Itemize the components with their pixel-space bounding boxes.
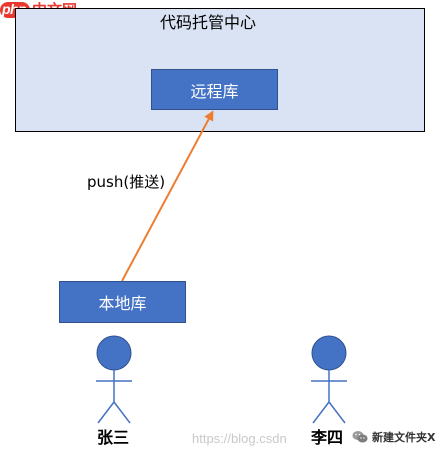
- person-name-zhangsan: 张三: [97, 428, 130, 447]
- person-name-lisi: 李四: [311, 428, 344, 447]
- person-lisi-icon: [311, 335, 347, 424]
- local-repository: 本地库: [59, 281, 186, 323]
- watermark-url: https://blog.csdn: [192, 431, 287, 446]
- wechat-icon: [352, 431, 368, 443]
- person-zhangsan-icon: [96, 335, 132, 424]
- push-label: push(推送): [87, 173, 166, 191]
- hosting-center-title: 代码托管中心: [160, 13, 257, 32]
- watermark-account: 新建文件夹X: [372, 431, 436, 444]
- remote-repository: 远程库: [151, 69, 278, 110]
- push-arrow: [121, 110, 214, 282]
- remote-repository-label: 远程库: [190, 81, 239, 101]
- local-repository-label: 本地库: [98, 294, 147, 313]
